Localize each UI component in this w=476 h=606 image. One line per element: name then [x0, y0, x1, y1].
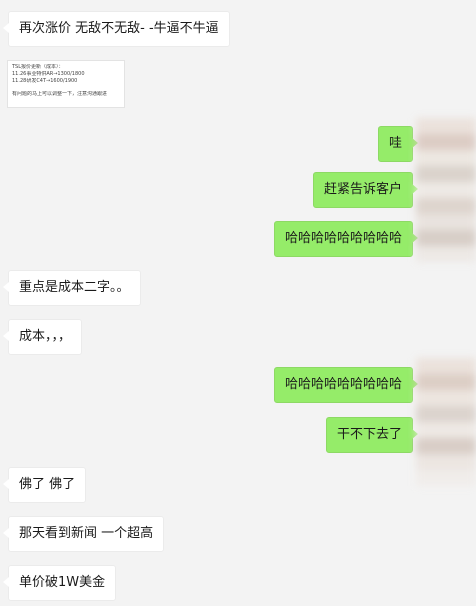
- message-bubble[interactable]: 哇: [377, 126, 419, 162]
- message-bubble[interactable]: 哈哈哈哈哈哈哈哈哈: [273, 367, 419, 403]
- message-bubble[interactable]: 佛了 佛了: [2, 467, 87, 503]
- message-text: 重点是成本二字。。: [19, 280, 130, 295]
- message-text: 干不下去了: [336, 427, 402, 442]
- message-text: 单价破1W美金: [19, 575, 106, 590]
- message-text: 成本，，，: [19, 329, 72, 344]
- message-text: 那天看到新闻 一个超高: [19, 526, 154, 541]
- message-text: 赶紧告诉客户: [323, 182, 402, 197]
- image-text-line: TSL报价更新（成本）：: [12, 64, 64, 70]
- message-bubble[interactable]: 再次涨价 无敌不无敌- -牛逼不牛逼: [3, 11, 230, 47]
- image-message[interactable]: TSL报价更新（成本）： 11.26事业特供AR→1300/1800 11.28…: [7, 60, 125, 108]
- message-text: 佛了 佛了: [19, 477, 76, 492]
- message-bubble[interactable]: 那天看到新闻 一个超高: [2, 516, 165, 552]
- message-bubble[interactable]: 干不下去了: [325, 417, 419, 453]
- message-bubble[interactable]: 哈哈哈哈哈哈哈哈哈: [273, 221, 419, 257]
- message-bubble[interactable]: 赶紧告诉客户: [312, 172, 419, 208]
- avatar: [416, 118, 476, 263]
- message-text: 再次涨价 无敌不无敌- -牛逼不牛逼: [19, 21, 219, 36]
- avatar: [416, 358, 476, 498]
- message-bubble[interactable]: 单价破1W美金: [2, 565, 117, 601]
- image-text-line: 11.26事业特供AR→1300/1800: [12, 71, 85, 77]
- image-text-line: 有问题的马上可以调整一下，注意沟通跟进: [12, 91, 108, 97]
- message-text: 哈哈哈哈哈哈哈哈哈: [284, 377, 402, 392]
- message-text: 哇: [388, 136, 402, 151]
- message-bubble[interactable]: 成本，，，: [2, 319, 83, 355]
- message-bubble[interactable]: 重点是成本二字。。: [3, 270, 141, 306]
- message-text: 哈哈哈哈哈哈哈哈哈: [284, 231, 402, 246]
- image-text-line: 11.28研发C4T→1600/1900: [12, 78, 78, 84]
